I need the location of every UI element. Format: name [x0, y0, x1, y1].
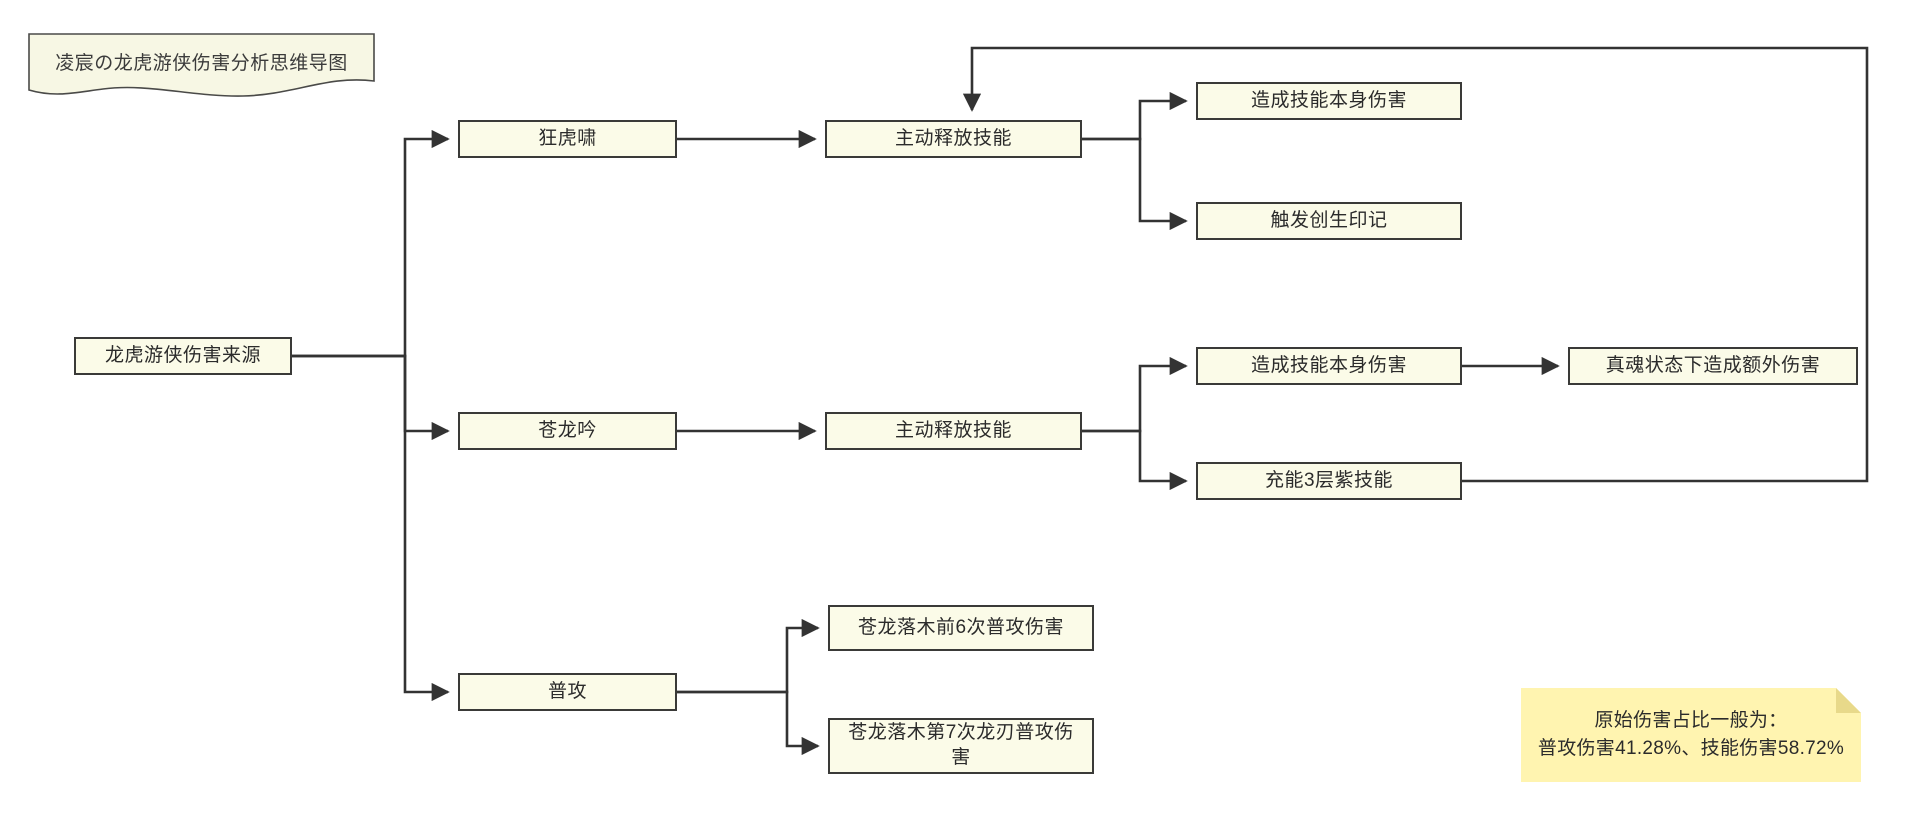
- node-charge-purple-skill-label: 充能3层紫技能: [1264, 470, 1394, 492]
- node-autoattack-seventh[interactable]: 苍龙落木第7次龙刃普攻伤害: [828, 718, 1094, 774]
- node-kuanghuxiao-label: 狂虎啸: [538, 128, 597, 150]
- node-trigger-mark[interactable]: 触发创生印记: [1196, 202, 1462, 240]
- node-canglongyin[interactable]: 苍龙吟: [458, 412, 677, 450]
- node-active-skill-mid[interactable]: 主动释放技能: [825, 412, 1082, 450]
- edge-skill-mid-to-damage: [1082, 356, 1188, 433]
- node-skill-damage-top-label: 造成技能本身伤害: [1250, 90, 1407, 112]
- edge-skill-mid-to-charge: [1082, 429, 1188, 491]
- note-shape: [1521, 688, 1861, 782]
- node-truesoul-extra-damage-label: 真魂状态下造成额外伤害: [1605, 355, 1821, 377]
- node-kuanghuxiao[interactable]: 狂虎啸: [458, 120, 677, 158]
- node-pugong[interactable]: 普攻: [458, 673, 677, 711]
- node-autoattack-seventh-label: 苍龙落木第7次龙刃普攻伤害: [848, 722, 1074, 768]
- title-banner-shape: [28, 33, 375, 97]
- edge-pugong-to-first6: [677, 618, 820, 694]
- edge-skill-top-to-damage: [1082, 91, 1188, 141]
- node-root[interactable]: 龙虎游侠伤害来源: [74, 337, 292, 375]
- edge-root-to-kuanghuxiao: [292, 129, 450, 358]
- edge-skill-top-to-mark: [1082, 137, 1188, 231]
- edge-root-to-pugong: [292, 354, 450, 702]
- node-skill-damage-mid[interactable]: 造成技能本身伤害: [1196, 347, 1462, 385]
- node-root-label: 龙虎游侠伤害来源: [104, 345, 261, 367]
- node-active-skill-top-label: 主动释放技能: [894, 128, 1012, 150]
- node-charge-purple-skill[interactable]: 充能3层紫技能: [1196, 462, 1462, 500]
- node-autoattack-first6[interactable]: 苍龙落木前6次普攻伤害: [828, 605, 1094, 651]
- node-truesoul-extra-damage[interactable]: 真魂状态下造成额外伤害: [1568, 347, 1858, 385]
- node-active-skill-mid-label: 主动释放技能: [894, 420, 1012, 442]
- node-autoattack-first6-label: 苍龙落木前6次普攻伤害: [857, 617, 1065, 639]
- title-banner: 凌宸の龙虎游侠伤害分析思维导图: [28, 33, 375, 99]
- node-skill-damage-mid-label: 造成技能本身伤害: [1250, 355, 1407, 377]
- edge-pugong-to-seventh: [677, 690, 820, 756]
- edge-root-to-canglongyin: [292, 354, 450, 441]
- node-trigger-mark-label: 触发创生印记: [1270, 210, 1388, 232]
- node-active-skill-top[interactable]: 主动释放技能: [825, 120, 1082, 158]
- node-pugong-label: 普攻: [547, 681, 587, 703]
- node-canglongyin-label: 苍龙吟: [538, 420, 597, 442]
- damage-ratio-note: 原始伤害占比一般为： 普攻伤害41.28%、技能伤害58.72%: [1521, 688, 1861, 782]
- node-skill-damage-top[interactable]: 造成技能本身伤害: [1196, 82, 1462, 120]
